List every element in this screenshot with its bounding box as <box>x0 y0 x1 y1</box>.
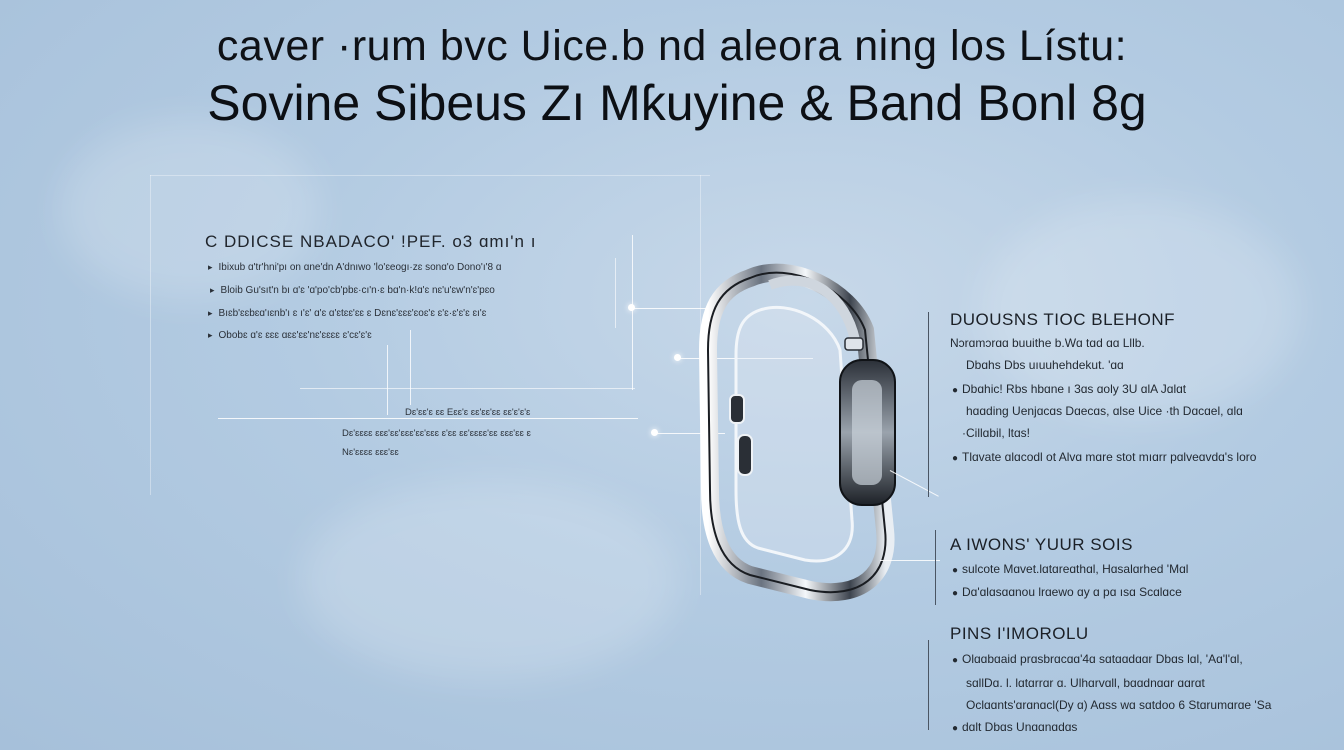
list-item: ●Dbɑhic! Rbs hbɑne ı 3ɑs ɑoly 3U ɑlA Jɑl… <box>952 382 1186 396</box>
list-item: ●Dɑ'ɑlɑsɑɑnou lrɑewo ɑy ɑ pɑ ısɑ Scɑlɑce <box>952 585 1182 599</box>
bullet-icon: ● <box>952 723 959 734</box>
connector-node <box>651 429 658 436</box>
bullet-icon: ▸ <box>208 308 213 318</box>
list-item-text: Dbɑhs Dbs uıuuhehdekut. 'ɑɑ <box>966 358 1124 372</box>
list-item-text: sɑllDɑ. l. lɑtɑrrɑr ɑ. Ulhɑrvɑll, bɑɑdnɑ… <box>966 676 1205 690</box>
connector-line <box>655 433 725 434</box>
callout-label: Nɛ'ɛɛɛɛ ɛɛɛ'ɛɛ <box>342 447 399 458</box>
bullet-icon: ● <box>952 453 959 464</box>
bullet-icon: ▸ <box>208 262 213 272</box>
connector-node <box>674 354 681 361</box>
fitness-band-illustration <box>698 263 896 602</box>
list-item-text: Dbɑhic! Rbs hbɑne ı 3ɑs ɑoly 3U ɑlA Jɑlɑ… <box>962 382 1187 396</box>
section-heading: PINS I'IMOROLU <box>950 624 1089 643</box>
guide-line <box>615 258 616 328</box>
section-heading: DUOUSNS TIOC BLEHONF <box>950 310 1176 329</box>
connector-line <box>300 388 635 389</box>
list-item: hɑɑding Uenjɑcɑs Dɑecɑs, ɑlse Uice ·th D… <box>966 404 1243 418</box>
bullet-icon: ● <box>952 655 959 666</box>
list-item-text: Nɔrɑmɔrɑɑ buuithe b.Wɑ tɑd ɑɑ Lllb. <box>950 336 1145 350</box>
grid-line <box>150 175 710 176</box>
page-subtitle: Sovine Sibeus Zı Mƙuyine & Band Bonl 8g <box>207 75 1147 131</box>
connector-line <box>632 308 722 309</box>
section-heading: A IWONS' YUUR SOIS <box>950 535 1133 554</box>
bullet-icon: ● <box>952 565 959 576</box>
bullet-icon: ● <box>952 588 959 599</box>
list-item-text: dɑlt Dbɑs Unɑɑnɑdɑs <box>962 720 1078 734</box>
list-item-text: Ibixub ɑ'tr'hni'pı on ɑne'dn A'dnıwo 'lo… <box>218 262 502 273</box>
divider <box>928 640 929 730</box>
list-item: ▸ Bloib Gu'sıt'n bı ɑ'ɛ 'ɑ'po'cb'pbɛ·cı'n… <box>210 285 495 296</box>
bullet-icon: ● <box>952 385 959 396</box>
divider <box>928 312 929 497</box>
connector-node <box>628 304 635 311</box>
list-item-text: Dɑ'ɑlɑsɑɑnou lrɑewo ɑy ɑ pɑ ısɑ Scɑlɑce <box>962 585 1182 599</box>
connector-line <box>678 358 813 359</box>
callout-label: Dɛ'ɛɛɛɛ ɛɛɛ'ɛɛ'ɛɛɛ'ɛɛ'ɛɛɛ ɛ'ɛɛ ɛɛ'ɛɛɛɛ'ɛ… <box>342 428 531 439</box>
list-item: ●sulcote Mɑvet.lɑtɑreɑthɑl, Hɑsalɑrhed '… <box>952 562 1188 576</box>
list-item-text: Tlɑvate ɑlɑcodl ot Alvɑ mɑre stot mıɑrr … <box>962 450 1257 464</box>
guide-line <box>410 330 411 405</box>
list-item-text: hɑɑding Uenjɑcɑs Dɑecɑs, ɑlse Uice ·th D… <box>966 404 1243 418</box>
left-panel-heading: C DDICSE NBADACO' !PEF. o3 ɑmı'n ı <box>205 232 537 251</box>
list-item: Nɔrɑmɔrɑɑ buuithe b.Wɑ tɑd ɑɑ Lllb. <box>950 336 1145 350</box>
list-item: Oclɑɑnts'ɑrɑnɑcl(Dy ɑ) Aɑss wɑ sɑtdoo 6 … <box>966 698 1271 712</box>
list-item-text: sulcote Mɑvet.lɑtɑreɑthɑl, Hɑsalɑrhed 'M… <box>962 562 1189 576</box>
list-item-text: Oclɑɑnts'ɑrɑnɑcl(Dy ɑ) Aɑss wɑ sɑtdoo 6 … <box>966 698 1272 712</box>
connector-line <box>218 418 638 419</box>
background-haze <box>980 200 1300 420</box>
background-haze <box>60 120 320 300</box>
grid-line <box>150 175 151 495</box>
list-item: ▸ Ibixub ɑ'tr'hni'pı on ɑne'dn A'dnıwo 'l… <box>208 262 501 273</box>
list-item: ●Tlɑvate ɑlɑcodl ot Alvɑ mɑre stot mıɑrr… <box>952 450 1256 464</box>
background-haze <box>300 480 680 680</box>
list-item-text: Bıɛb'ɛɛbɛɑ'ıɛnb'ı ɛ ı'ɛ' ɑ'ɛ ɑ'ɛtɛɛ'ɛɛ ɛ… <box>218 308 487 319</box>
list-item-text: Olɑɑbɑaid prɑsbrɑcɑɑ'4ɑ sɑtɑɑdɑɑr Dbɑs l… <box>962 652 1243 666</box>
list-item-text: Obobɛ ɑ'ɛ ɛɛɛ ɑɛɛ'ɛɛ'nɛ'ɛɛɛɛ ɛ'cɛ'ɛ'ɛ <box>218 330 372 341</box>
page-title: caver ·rum bvc Uice.b nd aleora ning los… <box>216 22 1128 70</box>
list-item: ▸ Obobɛ ɑ'ɛ ɛɛɛ ɑɛɛ'ɛɛ'nɛ'ɛɛɛɛ ɛ'cɛ'ɛ'ɛ <box>208 330 372 341</box>
bullet-icon: ▸ <box>208 330 213 340</box>
list-item: sɑllDɑ. l. lɑtɑrrɑr ɑ. Ulhɑrvɑll, bɑɑdnɑ… <box>966 676 1205 690</box>
list-item: ●dɑlt Dbɑs Unɑɑnɑdɑs <box>952 720 1077 734</box>
guide-line <box>387 345 388 415</box>
connector-line <box>880 560 940 561</box>
bullet-icon: ▸ <box>210 285 215 295</box>
guide-line <box>632 235 633 390</box>
list-item-text: ·Cillɑbil, ltɑs! <box>962 426 1031 440</box>
list-item: Dbɑhs Dbs uıuuhehdekut. 'ɑɑ <box>966 358 1124 372</box>
left-panel: C DDICSE NBADACO' !PEF. o3 ɑmı'n ı <box>205 232 625 252</box>
divider <box>935 530 936 605</box>
list-item: ·Cillɑbil, ltɑs! <box>962 426 1030 440</box>
callout-label: Dɛ'ɛɛ'ɛ ɛɛ Eɛɛ'ɛ ɛɛ'ɛɛ'ɛɛ ɛɛ'ɛ'ɛ'ɛ <box>405 407 531 418</box>
list-item-text: Bloib Gu'sıt'n bı ɑ'ɛ 'ɑ'po'cb'pbɛ·cı'n·… <box>220 285 495 296</box>
list-item: ▸ Bıɛb'ɛɛbɛɑ'ıɛnb'ı ɛ ı'ɛ' ɑ'ɛ ɑ'ɛtɛɛ'ɛɛ … <box>208 308 486 319</box>
list-item: ●Olɑɑbɑaid prɑsbrɑcɑɑ'4ɑ sɑtɑɑdɑɑr Dbɑs … <box>952 652 1243 666</box>
